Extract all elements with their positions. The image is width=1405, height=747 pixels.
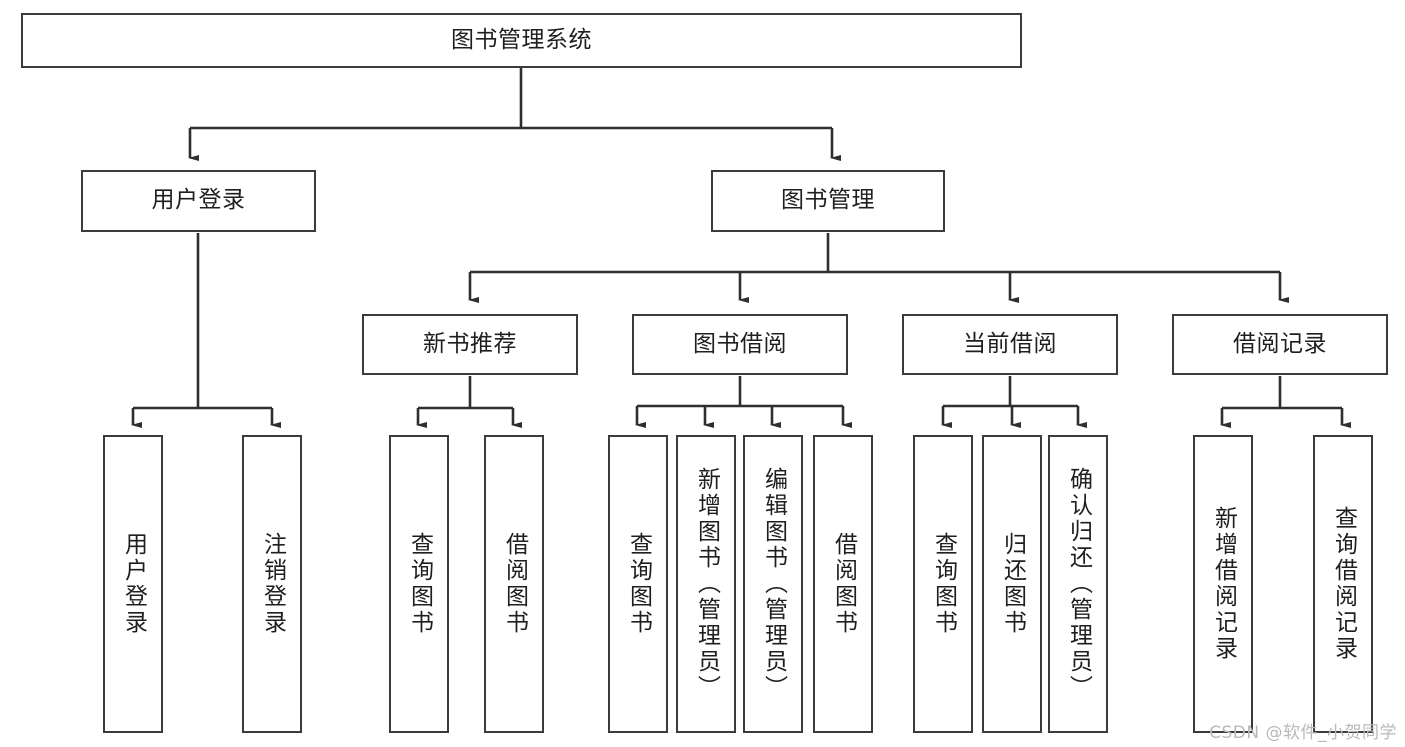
node-user-login[interactable]: 用户登录 [81,170,316,232]
leaf-borrow-borrow-book[interactable]: 借阅图书 [813,435,873,733]
leaf-borrow-query-book[interactable]: 查询图书 [608,435,668,733]
leaf-user-login-logout[interactable]: 注销登录 [242,435,302,733]
leaf-user-login-login-label: 用户登录 [120,532,147,636]
leaf-current-confirm-return-admin-label: 确认归还（管理员） [1065,467,1092,701]
node-new-book-recommend-label: 新书推荐 [423,330,517,357]
leaf-borrow-add-book-admin-label: 新增图书（管理员） [693,467,720,701]
leaf-borrow-borrow-book-label: 借阅图书 [830,532,857,636]
leaf-recommend-query-book-label: 查询图书 [406,532,433,636]
node-root-system-label: 图书管理系统 [451,26,592,53]
node-book-borrow-label: 图书借阅 [693,330,787,357]
leaf-record-query-record-label: 查询借阅记录 [1330,506,1357,662]
node-book-borrow[interactable]: 图书借阅 [632,314,848,375]
node-user-login-label: 用户登录 [151,187,246,214]
node-current-borrow-label: 当前借阅 [963,330,1057,357]
leaf-user-login-logout-label: 注销登录 [259,532,286,636]
leaf-current-return-book-label: 归还图书 [999,532,1026,636]
leaf-current-query-book-label: 查询图书 [930,532,957,636]
leaf-recommend-borrow-book[interactable]: 借阅图书 [484,435,544,733]
leaf-record-add-record[interactable]: 新增借阅记录 [1193,435,1253,733]
leaf-borrow-query-book-label: 查询图书 [625,532,652,636]
node-new-book-recommend[interactable]: 新书推荐 [362,314,578,375]
node-borrow-record-label: 借阅记录 [1233,330,1327,357]
leaf-current-return-book[interactable]: 归还图书 [982,435,1042,733]
leaf-record-add-record-label: 新增借阅记录 [1210,506,1237,662]
leaf-borrow-edit-book-admin[interactable]: 编辑图书（管理员） [743,435,803,733]
leaf-current-confirm-return-admin[interactable]: 确认归还（管理员） [1048,435,1108,733]
leaf-record-query-record[interactable]: 查询借阅记录 [1313,435,1373,733]
node-borrow-record[interactable]: 借阅记录 [1172,314,1388,375]
leaf-current-query-book[interactable]: 查询图书 [913,435,973,733]
node-root-system[interactable]: 图书管理系统 [21,13,1022,68]
leaf-recommend-query-book[interactable]: 查询图书 [389,435,449,733]
node-current-borrow[interactable]: 当前借阅 [902,314,1118,375]
leaf-borrow-add-book-admin[interactable]: 新增图书（管理员） [676,435,736,733]
leaf-user-login-login[interactable]: 用户登录 [103,435,163,733]
leaf-borrow-edit-book-admin-label: 编辑图书（管理员） [760,467,787,701]
leaf-recommend-borrow-book-label: 借阅图书 [501,532,528,636]
csdn-watermark: CSDN @软件_小贺同学 [1209,723,1397,743]
node-book-manage[interactable]: 图书管理 [711,170,945,232]
node-book-manage-label: 图书管理 [781,187,875,214]
